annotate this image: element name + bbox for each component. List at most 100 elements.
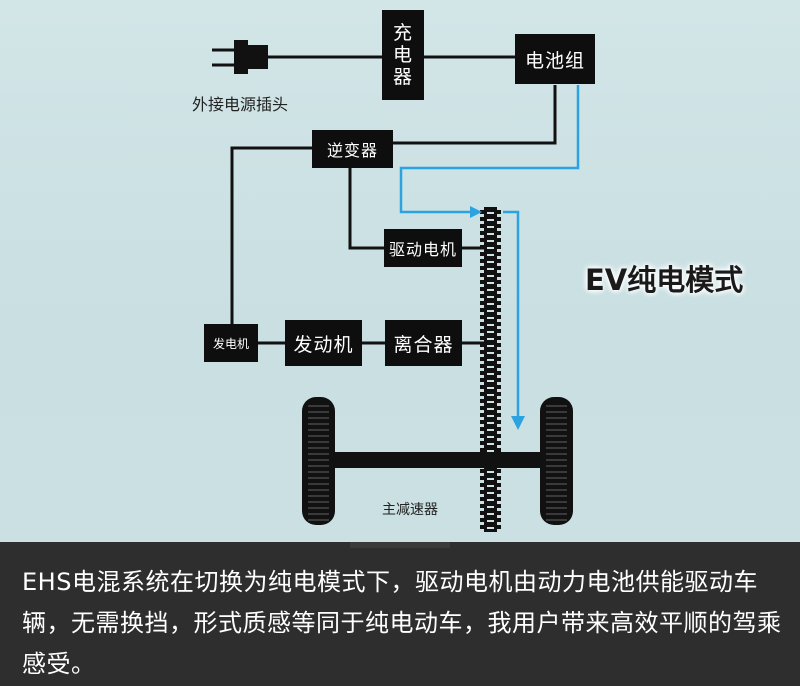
gear-tooth bbox=[497, 399, 501, 403]
gear-tooth bbox=[497, 301, 501, 305]
gear-tooth bbox=[480, 399, 484, 403]
gear-groove bbox=[487, 345, 494, 347]
gear-tooth bbox=[497, 343, 501, 347]
gear-groove bbox=[487, 387, 494, 389]
powertrain-diagram: 充 电 器 电池组 逆变器 驱动电机 发电机 发动机 离合器 外接电源插头 主减… bbox=[0, 0, 800, 542]
clutch-label: 离合器 bbox=[393, 333, 454, 356]
gear-tooth bbox=[497, 385, 501, 389]
reducer-label: 主减速器 bbox=[382, 502, 438, 518]
gear-tooth bbox=[480, 448, 484, 452]
clutch-box: 离合器 bbox=[385, 320, 462, 366]
gear-groove bbox=[487, 527, 494, 529]
gear-tooth bbox=[480, 483, 484, 487]
gear-tooth bbox=[480, 259, 484, 263]
gear-tooth bbox=[497, 266, 501, 270]
tire-tread-line bbox=[308, 495, 329, 497]
drive-motor-box: 驱动电机 bbox=[384, 229, 462, 267]
gear-tooth bbox=[497, 280, 501, 284]
axle bbox=[333, 452, 551, 468]
gear-tooth bbox=[480, 371, 484, 375]
gear-groove bbox=[487, 254, 494, 256]
gear-tooth bbox=[480, 224, 484, 228]
tire-tread-line bbox=[546, 423, 567, 425]
tire-tread-line bbox=[308, 465, 329, 467]
gear-tooth bbox=[480, 378, 484, 382]
gear-groove bbox=[487, 506, 494, 508]
inverter-label: 逆变器 bbox=[326, 141, 378, 160]
gear-groove bbox=[487, 240, 494, 242]
gear-groove bbox=[487, 408, 494, 410]
gear-groove bbox=[487, 352, 494, 354]
gear-tooth bbox=[497, 315, 501, 319]
gear-tooth bbox=[497, 448, 501, 452]
gear-groove bbox=[487, 499, 494, 501]
gear-groove bbox=[487, 373, 494, 375]
gear-tooth bbox=[497, 231, 501, 235]
gear-tooth bbox=[497, 287, 501, 291]
plug-label: 外接电源插头 bbox=[192, 95, 289, 114]
gear-tooth bbox=[497, 350, 501, 354]
gear-groove bbox=[487, 296, 494, 298]
gear-tooth bbox=[497, 322, 501, 326]
tire-tread-line bbox=[308, 489, 329, 491]
gear-tooth bbox=[497, 273, 501, 277]
gear-groove bbox=[487, 324, 494, 326]
gear-tooth bbox=[480, 434, 484, 438]
gear-tooth bbox=[480, 266, 484, 270]
gear-groove bbox=[487, 380, 494, 382]
gear-tooth bbox=[480, 329, 484, 333]
tire-tread-line bbox=[546, 489, 567, 491]
gear-groove bbox=[487, 310, 494, 312]
gear-tooth bbox=[497, 441, 501, 445]
gear-tooth bbox=[497, 497, 501, 501]
gear-groove bbox=[487, 338, 494, 340]
energy-flow-arrow bbox=[399, 85, 580, 430]
gear-groove bbox=[487, 492, 494, 494]
tire-tread-line bbox=[308, 447, 329, 449]
gear-tooth bbox=[497, 392, 501, 396]
gear-tooth bbox=[497, 483, 501, 487]
gear-tooth bbox=[497, 427, 501, 431]
tire-tread-line bbox=[546, 405, 567, 407]
gear-groove bbox=[487, 485, 494, 487]
tire-tread-line bbox=[308, 519, 329, 521]
tire-tread-line bbox=[308, 477, 329, 479]
gear-groove bbox=[487, 366, 494, 368]
tire-tread-line bbox=[546, 513, 567, 515]
gear-groove bbox=[487, 261, 494, 263]
tire-tread-line bbox=[308, 459, 329, 461]
gear-tooth bbox=[497, 245, 501, 249]
tire-tread-line bbox=[308, 435, 329, 437]
tire-tread-line bbox=[546, 459, 567, 461]
inverter-box: 逆变器 bbox=[312, 130, 393, 168]
gear-groove bbox=[487, 289, 494, 291]
gear-tooth bbox=[497, 336, 501, 340]
tire-tread-line bbox=[308, 441, 329, 443]
gear-groove bbox=[487, 415, 494, 417]
gear-groove bbox=[487, 331, 494, 333]
gear-tooth bbox=[480, 245, 484, 249]
gear-tooth bbox=[480, 441, 484, 445]
tire-tread-line bbox=[546, 465, 567, 467]
engine-box: 发动机 bbox=[285, 320, 362, 366]
gear-tooth bbox=[480, 336, 484, 340]
caption-notch bbox=[350, 542, 450, 548]
gear-tooth bbox=[497, 259, 501, 263]
tire-tread-line bbox=[308, 423, 329, 425]
caption-bar: EHS电混系统在切换为纯电模式下，驱动电机由动力电池供能驱动车辆，无需换挡，形式… bbox=[0, 542, 800, 686]
tire-tread-line bbox=[546, 507, 567, 509]
gear-tooth bbox=[480, 427, 484, 431]
inverter-motor-line bbox=[348, 168, 384, 250]
generator-label: 发电机 bbox=[212, 336, 249, 351]
gear-tooth bbox=[480, 490, 484, 494]
gear-tooth bbox=[480, 231, 484, 235]
gear-tooth bbox=[480, 287, 484, 291]
gear-tooth bbox=[497, 294, 501, 298]
tire-tread-line bbox=[546, 417, 567, 419]
tire-tread-line bbox=[308, 405, 329, 407]
gear-groove bbox=[487, 443, 494, 445]
diagram-connections bbox=[212, 40, 580, 532]
gear-tooth bbox=[480, 364, 484, 368]
gear-tooth bbox=[497, 406, 501, 410]
battery-pack-box: 电池组 bbox=[515, 34, 595, 84]
